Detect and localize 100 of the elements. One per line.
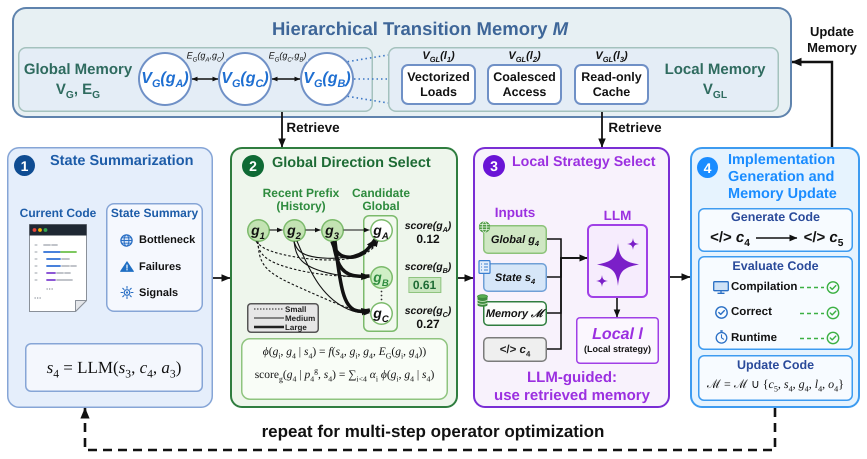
node-label: State s$_{4}$ xyxy=(494,270,536,284)
strategy-box xyxy=(487,64,562,105)
formula-text: ϕ(g$_{i}$, g$_{4}$ | s$_{4}$) = f(s$_{4}$, g$_{i}$, g$_{4}$, E$_{G}$(g$_{i}$, g$_{4}$)) xyxy=(262,345,426,359)
global-memory-box xyxy=(18,47,373,112)
highlighted-score-value: 0.61 xyxy=(408,277,442,293)
subheading: Update Code xyxy=(736,358,814,373)
arrow xyxy=(670,273,690,281)
prefix-node-circle xyxy=(246,218,270,242)
panel-title: Hierarchical Transition Memory M xyxy=(272,18,568,40)
output-box xyxy=(576,317,659,364)
arrow xyxy=(270,227,283,233)
panel-title: State Summarization xyxy=(50,153,194,170)
entry-label: V$_{GL}$(l$_{2}$) xyxy=(508,50,541,62)
legend-text: Large xyxy=(285,322,307,332)
formula-text: s$_{4}$ = LLM(s$_{3}$, c$_{4}$, a$_{3}$) xyxy=(46,358,182,378)
step-number: 2 xyxy=(249,158,257,174)
panel-title: Implementation Generation and Memory Update xyxy=(728,152,838,204)
memory-title: Local Memory V$_{GL}$ xyxy=(664,60,766,99)
step-number: 3 xyxy=(490,158,498,174)
connector-line xyxy=(354,78,388,80)
node-label: g$_{B}$ xyxy=(373,269,389,285)
memory-panel xyxy=(12,7,792,118)
list-item-text: Compilation xyxy=(731,280,797,294)
node-label: Vectorized Loads xyxy=(406,70,471,100)
arrow xyxy=(213,274,230,282)
candidate-column-box xyxy=(363,215,398,332)
arrow xyxy=(598,112,606,148)
subheading: State Summary xyxy=(110,206,198,220)
edge-label: repeat for multi-step operator optimization xyxy=(260,422,606,442)
code-version-text: </> c$_{5}$ xyxy=(801,229,846,247)
subheading: Generate Code xyxy=(731,210,820,225)
input-box xyxy=(483,337,547,362)
panel-title: Local Strategy Select xyxy=(512,154,656,171)
list-item-text: Correct xyxy=(731,305,772,319)
memory-node-circle xyxy=(300,52,354,106)
step-panel xyxy=(230,147,458,408)
step-number-badge xyxy=(14,155,35,176)
subheading: LLM xyxy=(604,208,632,224)
node-label: g$_{2}$ xyxy=(287,222,301,238)
arrow xyxy=(756,234,798,242)
score-label: score(g$_{B}$) xyxy=(404,261,452,274)
legend-text: Medium xyxy=(285,314,316,322)
evaluate-code-box xyxy=(698,256,853,350)
entry-label: V$_{GL}$(l$_{3}$) xyxy=(595,50,628,62)
arrow xyxy=(333,240,370,316)
local-memory-box xyxy=(388,47,779,112)
arrow xyxy=(614,298,620,318)
node-label: g$_{3}$ xyxy=(325,222,339,238)
arrow xyxy=(458,274,474,282)
memory-node-circle xyxy=(138,52,192,106)
entry-label: V$_{GL}$(l$_{1}$) xyxy=(422,50,455,62)
prefix-node-circle xyxy=(320,218,344,242)
node-label: Coalesced Access xyxy=(492,70,557,100)
column-heading: Recent Prefix (History) xyxy=(262,186,340,214)
arrow xyxy=(293,241,370,280)
list-item-text: Runtime xyxy=(731,331,777,345)
score-label: score(g$_{C}$) xyxy=(404,305,452,318)
llm-box xyxy=(587,224,648,298)
step-panel xyxy=(473,147,670,408)
step-number-badge xyxy=(483,155,505,177)
arrow xyxy=(257,241,370,314)
generate-code-box xyxy=(698,208,853,252)
strategy-box xyxy=(574,64,649,105)
legend-text: Small xyxy=(285,304,306,314)
memory-title: Global Memory V$_{G}$, E$_{G}$ xyxy=(22,60,134,99)
double-arrow xyxy=(192,76,218,82)
column-heading: Candidate Global xyxy=(350,186,411,214)
input-box xyxy=(483,301,547,326)
step-number-badge xyxy=(697,157,718,178)
node-label: </> c$_{4}$ xyxy=(500,342,530,356)
arrow xyxy=(344,227,370,233)
formula-text: score$_{g}$(g$_{4}$ | p$_{4}$$^{g}$, s$_{4}$) = ∑$_{i<4}$ α$_{i}$ ϕ(g$_{i}$, g$_{4}$ | s$_{4}$) xyxy=(254,368,434,382)
candidate-node-circle xyxy=(370,218,392,242)
arrow xyxy=(306,227,321,233)
step-panel xyxy=(7,147,213,408)
panel-title: Global Direction Select xyxy=(272,154,431,172)
candidate-node-circle xyxy=(370,302,392,324)
input-box xyxy=(483,225,547,254)
node-label: V$_{G}$(g$_{C}$) xyxy=(221,70,269,88)
subheading: Current Code xyxy=(20,206,96,220)
arrow xyxy=(278,112,286,148)
formula-box xyxy=(241,338,448,400)
candidate-node-circle xyxy=(370,266,392,288)
node-label: Read-only Cache xyxy=(580,70,643,100)
step-number: 1 xyxy=(20,158,28,174)
double-arrow xyxy=(272,76,300,82)
list-item-text: Signals xyxy=(139,286,178,300)
subheading: Evaluate Code xyxy=(732,259,819,274)
arrow xyxy=(330,238,376,260)
score-label: score(g$_{A}$) xyxy=(404,220,452,233)
node-label: Memory ℳ xyxy=(486,306,544,320)
arrow xyxy=(293,240,378,259)
node-sublabel: (Local strategy) xyxy=(584,344,652,355)
formula-text: ℳ = ℳ ∪ {c$_{5}$, s$_{4}$, g$_{4}$, l$_{4}$, o$_{4}$} xyxy=(706,376,844,392)
arrow xyxy=(296,240,370,316)
list-item-text: Bottleneck xyxy=(139,234,196,247)
arrow xyxy=(331,241,370,280)
step-number-badge xyxy=(242,155,264,177)
update-code-box xyxy=(698,355,853,401)
step-number: 4 xyxy=(704,160,712,176)
